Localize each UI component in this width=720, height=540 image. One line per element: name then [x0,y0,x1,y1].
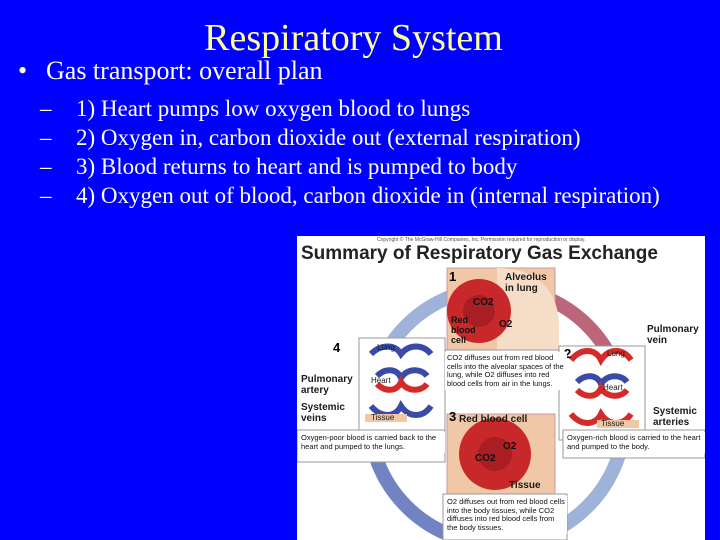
sub-bullet-text: 1) Heart pumps low oxygen blood to lungs [76,96,470,121]
step2-caption: Oxygen-rich blood is carried to the hear… [565,432,705,453]
pulmonary-artery-label: Pulmonary artery [301,374,363,396]
gas-exchange-figure: Copyright © The McGraw-Hill Companies, I… [297,236,705,540]
step1-caption: CO2 diffuses out from red blood cells in… [445,352,567,390]
step3-caption: O2 diffuses out from red blood cells int… [445,496,567,534]
figure-title: Summary of Respiratory Gas Exchange [301,243,658,265]
alveolus-label: Alveolus in lung [505,272,553,294]
step-number-4: 4 [333,340,340,355]
sub-bullet-4: –4) Oxygen out of blood, carbon dioxide … [40,181,676,210]
slide-title: Respiratory System [0,16,707,60]
lung-label-4: Lung [377,342,395,353]
sub-bullet-text: 2) Oxygen in, carbon dioxide out (extern… [76,125,581,150]
heart-label-4: Heart [371,375,391,386]
systemic-veins-label: Systemic veins [301,402,359,424]
sub-bullet-text: 4) Oxygen out of blood, carbon dioxide i… [76,183,660,208]
systemic-arteries-label: Systemic arteries [653,406,703,428]
red-blood-cell-top-label: Red blood cell [459,414,547,425]
pulmonary-vein-label: Pulmonary vein [647,324,703,346]
dash: – [40,94,52,123]
red-blood-cell-label: Red blood cell [451,315,485,345]
tissue-label-4: Tissue [371,412,394,423]
heart-label-2: Heart [603,382,623,393]
sub-bullet-list: –1) Heart pumps low oxygen blood to lung… [40,94,700,210]
tissue-label-2: Tissue [601,418,624,429]
bullet-symbol: • [18,56,46,86]
co2-label-3: CO2 [475,454,496,464]
sub-bullet-text: 3) Blood returns to heart and is pumped … [76,154,517,179]
sub-bullet-3: –3) Blood returns to heart and is pumped… [40,152,700,181]
step-number-3: 3 [449,409,456,424]
sub-bullet-1: –1) Heart pumps low oxygen blood to lung… [40,94,700,123]
sub-bullet-2: –2) Oxygen in, carbon dioxide out (exter… [40,123,700,152]
o2-label-3: O2 [503,442,516,452]
dash: – [40,181,52,210]
tissue-label-3: Tissue [509,480,541,491]
bullet-text: Gas transport: overall plan [46,56,323,85]
lung-label-2: Lung [607,348,625,359]
o2-label-1: O2 [499,320,512,330]
co2-label-1: CO2 [473,298,494,308]
main-bullet: •Gas transport: overall plan [18,56,323,86]
step-number-1: 1 [449,269,456,284]
dash: – [40,152,52,181]
dash: – [40,123,52,152]
step4-caption: Oxygen-poor blood is carried back to the… [299,432,445,453]
